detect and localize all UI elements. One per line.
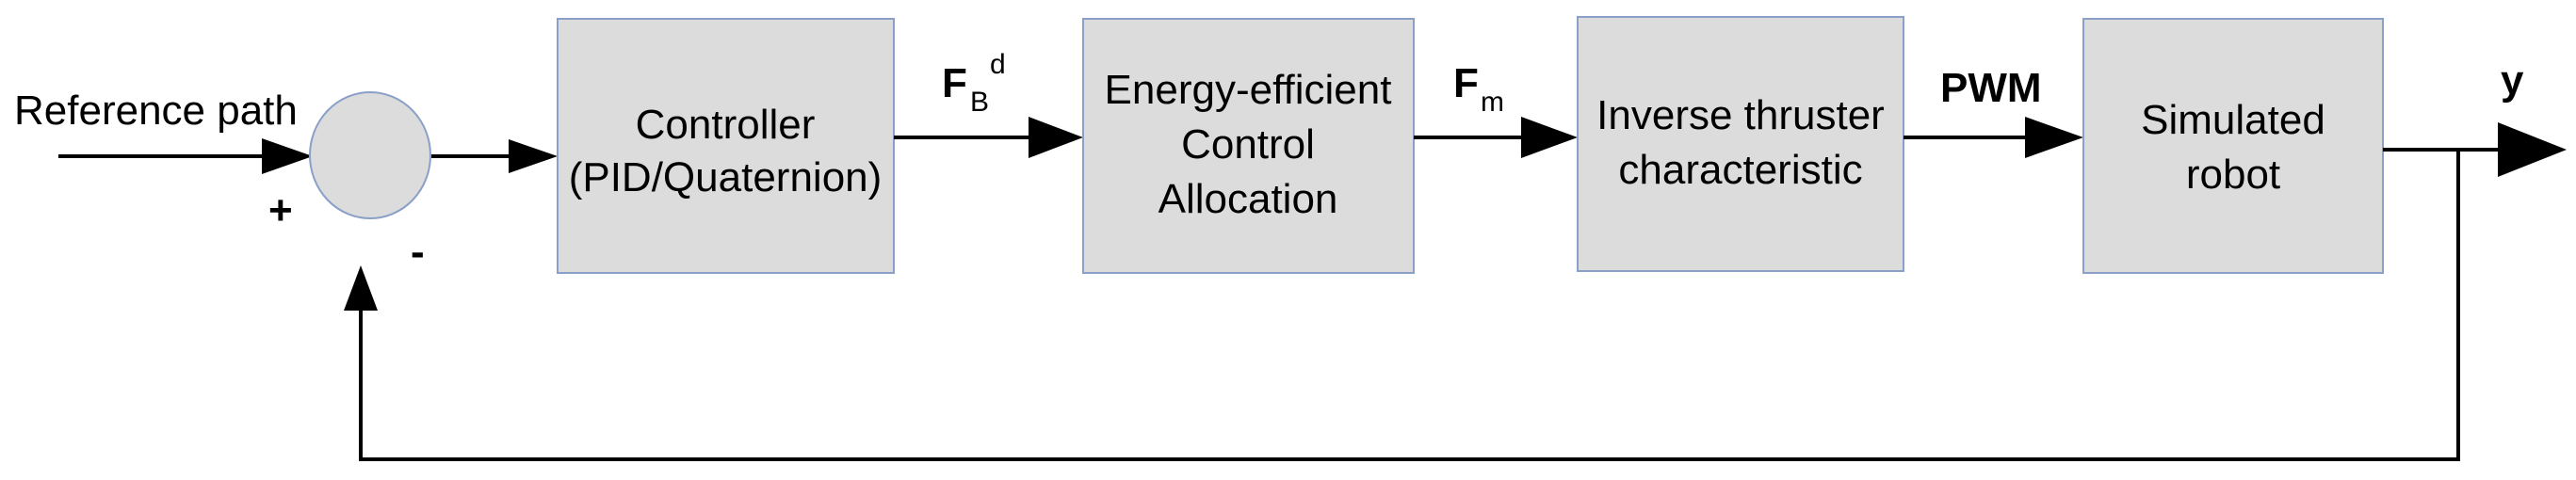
controller-block xyxy=(557,18,895,274)
fb-signal-main: F xyxy=(942,60,967,106)
controller-arrowhead xyxy=(509,139,558,173)
output-signal-label: y xyxy=(2501,57,2524,104)
allocation-label-line3: Allocation xyxy=(1158,176,1338,222)
minus-sign: - xyxy=(411,229,425,275)
robot-label-line2: robot xyxy=(2186,152,2280,198)
fm-signal-sub: m xyxy=(1481,87,1504,118)
robot-arrowhead xyxy=(2025,117,2083,158)
summing-junction xyxy=(309,91,431,219)
thruster-label-line1: Inverse thruster xyxy=(1596,92,1885,138)
thruster-arrowhead xyxy=(1521,117,1578,158)
allocation-label-line2: Control xyxy=(1181,121,1315,168)
feedback-arrowhead xyxy=(344,265,378,311)
inverse-thruster-block xyxy=(1577,16,1904,272)
fm-signal-main: F xyxy=(1453,60,1479,106)
robot-label-line1: Simulated xyxy=(2141,97,2325,143)
allocation-arrowhead xyxy=(1029,117,1083,158)
controller-label-line1: Controller xyxy=(636,102,816,148)
simulated-robot-block xyxy=(2082,18,2384,274)
controller-label-line2: (PID/Quaternion) xyxy=(569,154,883,200)
thruster-label-line2: characteristic xyxy=(1618,147,1862,193)
input-arrowhead xyxy=(262,138,313,174)
allocation-label-line1: Energy-efficient xyxy=(1105,67,1392,113)
plus-sign: + xyxy=(268,187,293,233)
pwm-signal-label: PWM xyxy=(1940,65,2042,111)
reference-path-label: Reference path xyxy=(14,88,298,134)
fb-signal-sup: d xyxy=(990,49,1006,80)
fb-signal-sub: B xyxy=(970,87,989,118)
feedback-wire xyxy=(359,150,2460,461)
output-arrowhead xyxy=(2498,122,2567,177)
control-allocation-block xyxy=(1082,18,1415,274)
